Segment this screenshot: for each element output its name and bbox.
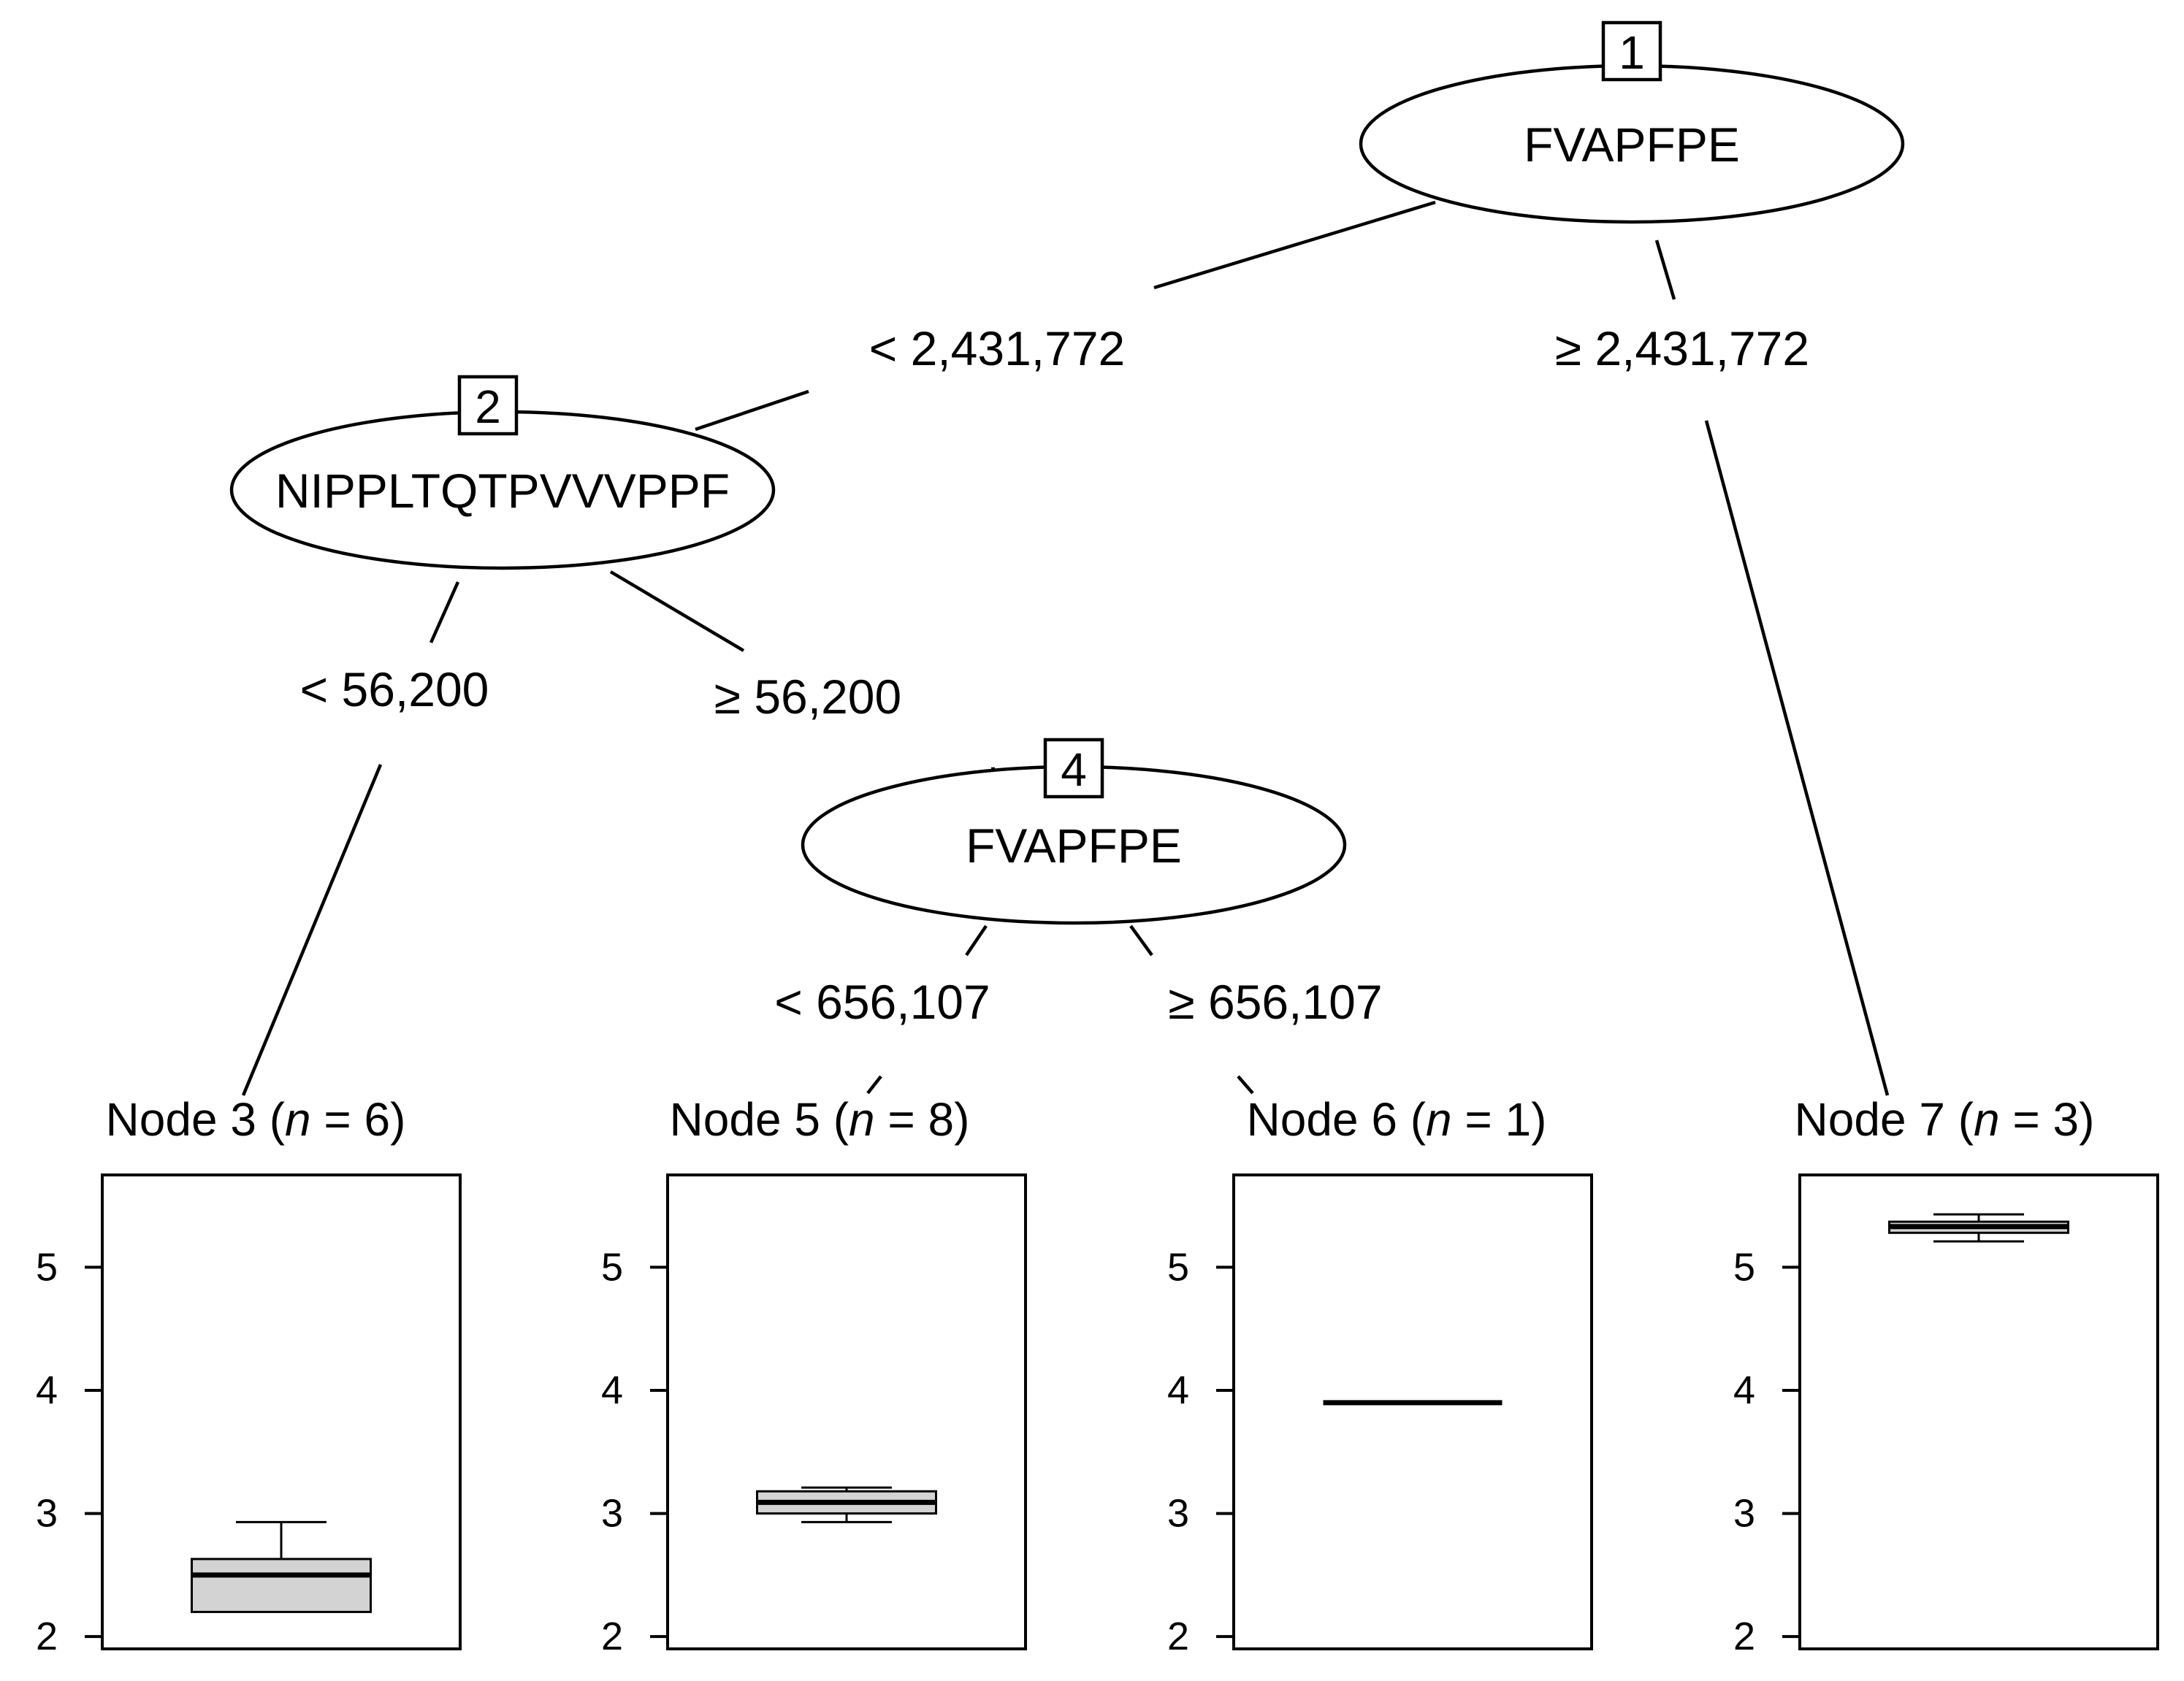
edge-4-5-segment-2 [866,1075,882,1095]
node-5-plot-frame [666,1173,1027,1650]
node-6-plot-frame [1232,1173,1593,1650]
node-5-y-tick-label-2: 2 [601,1615,623,1658]
node-5-y-tick-label-5: 5 [601,1245,623,1289]
edge-2-3-segment-1 [429,581,460,643]
edge-2-3-segment-2 [241,764,383,1096]
node-5-title: Node 5 (n = 8) [670,1093,970,1146]
node-3-title-n: n [285,1093,311,1146]
tree-edges [241,200,1890,1096]
node-3-y-tick-label-2: 2 [36,1615,58,1658]
terminal-node-5: Node 5 (n = 8) 2 3 4 5 [601,1093,1027,1658]
node-5-title-suffix: = 8) [875,1093,970,1146]
split-label-1-7: ≥ 2,431,772 [1555,321,1809,375]
node-5-y-tick-label-3: 3 [601,1492,623,1536]
edge-4-6-segment-2 [1237,1075,1254,1095]
node-7-title-prefix: Node 7 ( [1795,1093,1974,1146]
node-6-y-tick-label-2: 2 [1167,1615,1189,1658]
edge-1-2-segment-2 [695,389,809,432]
node-3-title-prefix: Node 3 ( [106,1093,285,1146]
node-5-y-tick-label-4: 4 [601,1368,623,1412]
node-3-title: Node 3 (n = 6) [106,1093,406,1146]
node-1-id-box [1601,20,1662,82]
edge-2-4-segment-1 [609,570,745,652]
terminal-node-3: Node 3 (n = 6) 2 3 4 5 [36,1093,462,1658]
node-3-y-tick-label-5: 5 [36,1245,58,1289]
node-2-id-box [457,375,519,436]
edge-4-6-segment-1 [1129,924,1153,957]
node-7-y-tick-label-3: 3 [1733,1492,1755,1536]
node-2-id: 2 [475,380,501,433]
node-1-variable: FVAPFPE [1524,118,1740,172]
node-6-y-tick-label-5: 5 [1167,1245,1189,1289]
node-7-y-tick-label-4: 4 [1733,1368,1755,1412]
node-6-y-tick-label-4: 4 [1167,1368,1189,1412]
node-6-title-suffix: = 1) [1452,1093,1547,1146]
edge-1-7-segment-2 [1704,420,1890,1096]
node-7-plot-frame [1798,1173,2159,1650]
node-1-id: 1 [1619,26,1645,79]
split-label-2-3: < 56,200 [300,662,489,716]
node-5-title-n: n [849,1093,875,1146]
edge-1-2-segment-1 [1153,200,1436,290]
node-6-y-tick-label-3: 3 [1167,1492,1189,1536]
node-6-title: Node 6 (n = 1) [1247,1093,1547,1146]
split-label-4-6: ≥ 656,107 [1168,975,1382,1029]
node-3-plot-frame [101,1173,462,1650]
node-2-variable: NIPPLTQTPVVVPPF [275,464,730,518]
node-6-title-n: n [1426,1093,1452,1146]
node-4-variable: FVAPFPE [966,819,1182,873]
edge-4-5-segment-1 [965,924,988,957]
split-label-1-2: < 2,431,772 [869,321,1126,375]
node-7-title: Node 7 (n = 3) [1795,1093,2095,1146]
split-label-2-4: ≥ 56,200 [714,670,901,724]
node-3-y-tick-label-3: 3 [36,1492,58,1536]
terminal-node-7: Node 7 (n = 3) 2 3 4 5 [1733,1093,2159,1658]
node-6-title-prefix: Node 6 ( [1247,1093,1426,1146]
node-7-title-n: n [1974,1093,2000,1146]
node-3-iqr-box [191,1558,372,1613]
split-label-4-5: < 656,107 [774,975,990,1029]
edge-1-7-segment-1 [1654,240,1676,300]
node-3-title-suffix: = 6) [311,1093,406,1146]
terminal-node-6: Node 6 (n = 1) 2 3 4 5 [1167,1093,1593,1658]
node-7-title-suffix: = 3) [2000,1093,2095,1146]
node-3-y-tick-label-4: 4 [36,1368,58,1412]
node-7-y-tick-label-2: 2 [1733,1615,1755,1658]
tree-split-labels: < 2,431,772 ≥ 2,431,772 < 56,200 ≥ 56,200 < … [300,321,1809,1029]
node-4-id: 4 [1061,743,1087,796]
node-7-y-tick-label-5: 5 [1733,1245,1755,1289]
node-4-id-box [1043,738,1104,799]
node-5-title-prefix: Node 5 ( [670,1093,849,1146]
